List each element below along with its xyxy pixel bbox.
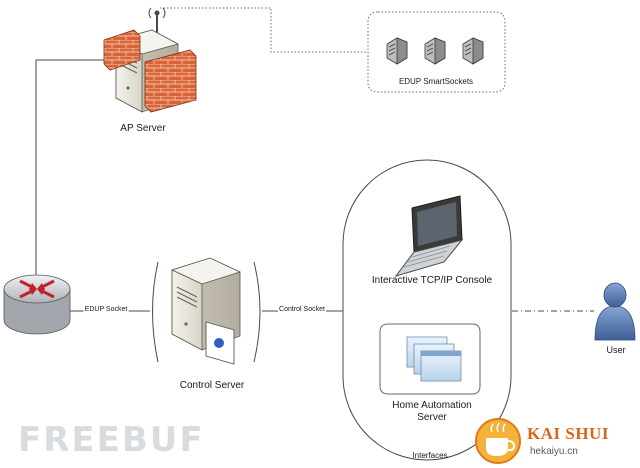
control-socket-label: Control Socket [278, 306, 326, 313]
link-router-to-ap-server [35, 59, 112, 276]
interfaces-label: Interfaces [412, 451, 448, 460]
smart-socket-icon [462, 37, 484, 65]
edup-socket-label: EDUP Socket [83, 306, 129, 313]
user-label: User [606, 345, 626, 355]
interfaces-boundary [342, 159, 512, 461]
smartsockets-group [367, 11, 506, 93]
router-icon [3, 274, 71, 335]
ap-server-icon [103, 7, 197, 113]
tcp-console-label: Interactive TCP/IP Console [371, 275, 493, 286]
kaishui-site-watermark: hekaiyu.cn [530, 446, 578, 457]
control-server-label: Control Server [179, 380, 245, 391]
smartsockets-frame [367, 11, 506, 93]
kaishui-logo-icon [475, 418, 521, 464]
kaishui-watermark: KAI SHUI [527, 424, 609, 443]
smartsockets-label: EDUP SmartSockets [398, 77, 474, 86]
firewall-icon [144, 49, 197, 113]
freebuf-watermark: FREEBUF [18, 420, 205, 460]
link-ap-to-smartsockets [160, 7, 366, 53]
home-automation-label: Home Automation Server [392, 400, 472, 423]
user-icon [594, 282, 636, 341]
laptop-icon [394, 195, 464, 277]
control-server-group [152, 257, 261, 365]
smart-socket-icon [386, 37, 408, 65]
ap-server-label: AP Server [120, 123, 166, 134]
certificate-icon [205, 321, 235, 365]
smart-socket-icon [424, 37, 446, 65]
home-automation-icon [379, 323, 481, 395]
